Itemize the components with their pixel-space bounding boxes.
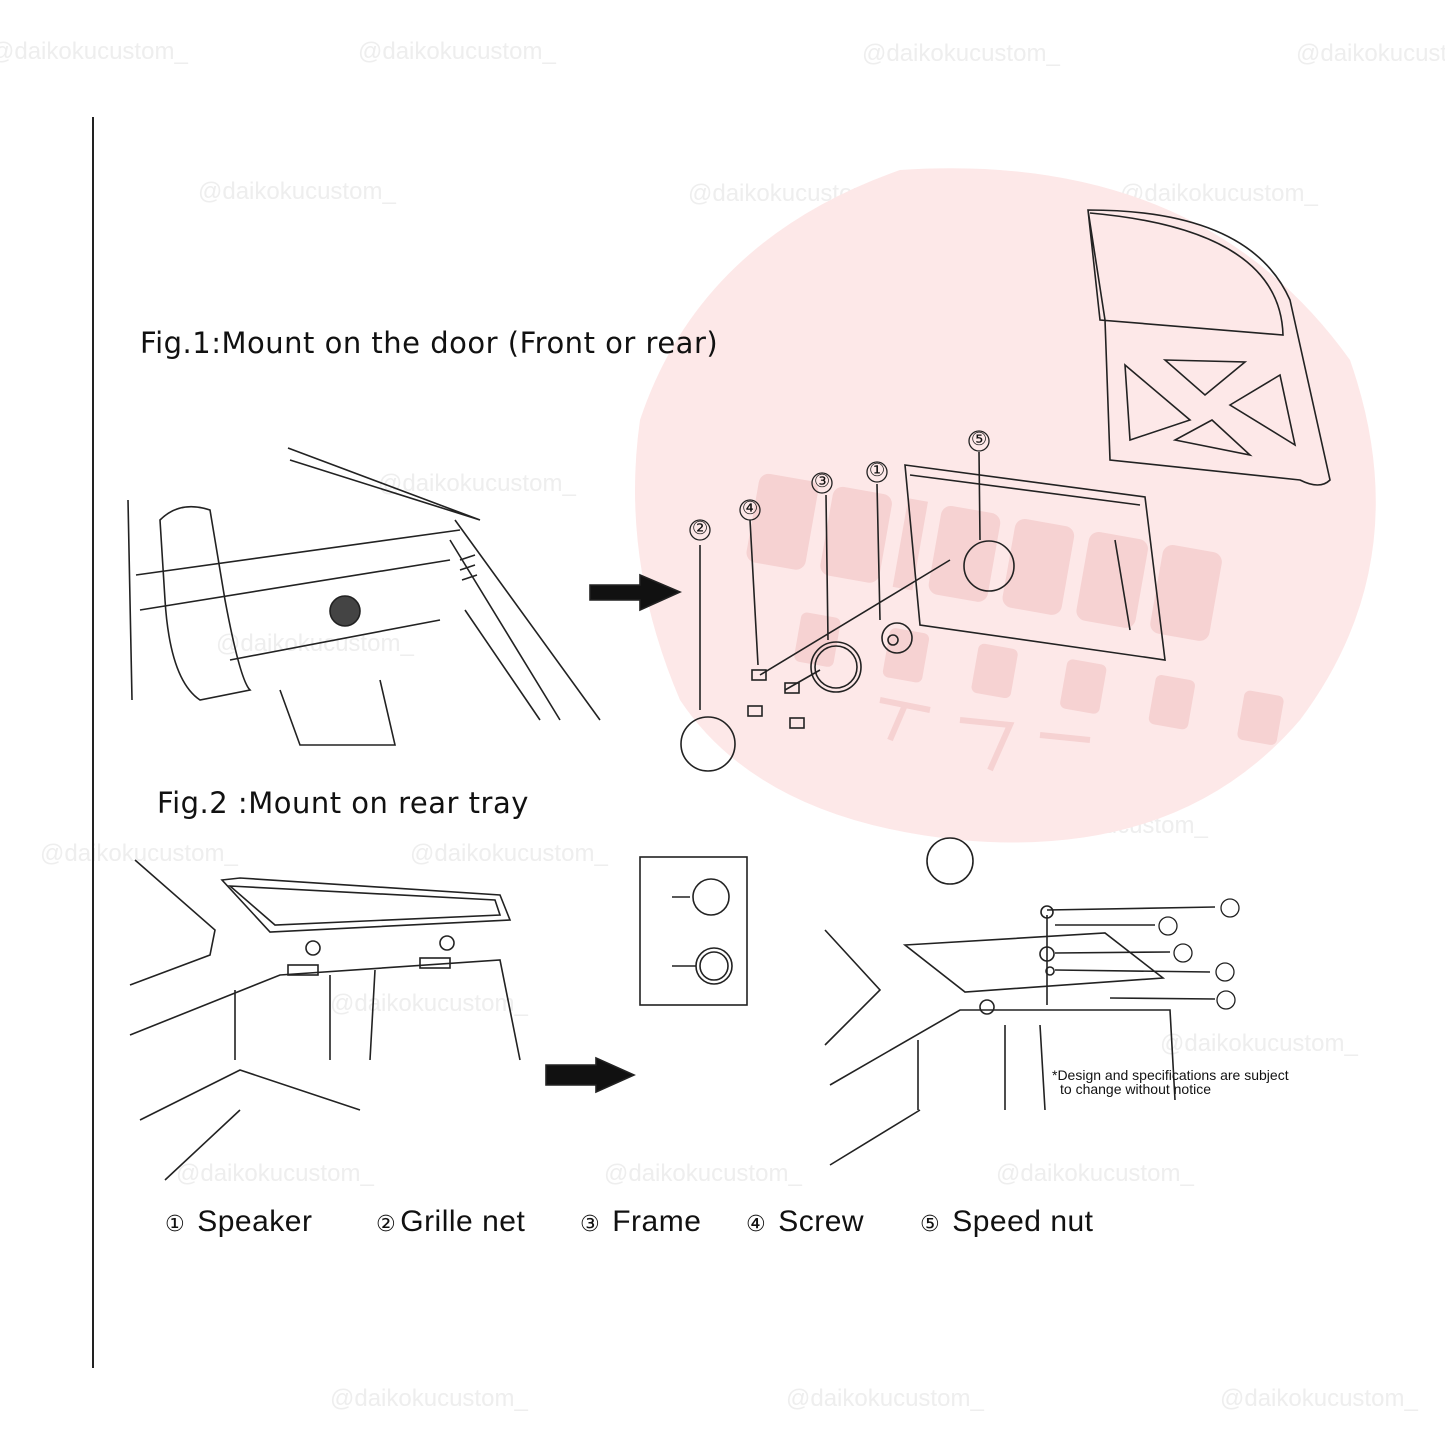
legend-label: Speaker xyxy=(197,1205,313,1238)
disclaimer-note: *Design and specifications are subject t… xyxy=(1052,1068,1289,1096)
watermark: @daikokucustom_ xyxy=(1120,180,1318,207)
watermark: @daikokucustom_ xyxy=(378,470,576,497)
parts-box xyxy=(639,856,748,1006)
watermark: @daikokucustom_ xyxy=(786,1385,984,1412)
legend-number: ④ xyxy=(746,1212,767,1237)
watermark: @daikokucustom_ xyxy=(1220,1385,1418,1412)
watermark: @daikokucustom_ xyxy=(176,1160,374,1187)
legend-number: ① xyxy=(165,1212,186,1237)
note-line: *Design and specifications are subject xyxy=(1052,1067,1289,1083)
watermark: @daikokucustom_ xyxy=(1296,40,1445,67)
callout-3: ③ xyxy=(814,471,831,492)
watermark: @daikokucustom_ xyxy=(862,40,1060,67)
callout-4: ④ xyxy=(742,498,759,519)
door-interior-drawing xyxy=(127,447,601,746)
legend-speed-nut: ⑤ Speed nut xyxy=(920,1205,1094,1239)
rear-tray-drawing xyxy=(129,859,521,1181)
legend-number: ② xyxy=(376,1212,397,1237)
watermark: @daikokucustom_ xyxy=(1160,1030,1358,1057)
watermark: @daikokucustom_ xyxy=(330,990,528,1017)
legend-frame: ③ Frame xyxy=(580,1205,701,1239)
legend-number: ③ xyxy=(580,1212,601,1237)
callout-1: ① xyxy=(869,460,886,481)
rear-tray-exploded-drawing xyxy=(824,837,1216,1166)
legend-speaker: ① Speaker xyxy=(165,1205,312,1239)
legend-label: Grille net xyxy=(400,1205,526,1238)
door-panel-drawing xyxy=(680,451,1166,772)
legend-label: Screw xyxy=(778,1205,865,1238)
watermark: @daikokucustom_ xyxy=(358,38,556,65)
fig2-title: Fig.2 :Mount on rear tray xyxy=(157,786,529,820)
fig1-title: Fig.1:Mount on the door (Front or rear) xyxy=(140,326,719,360)
callout-2: ② xyxy=(692,518,709,539)
watermark: @daikokucustom_ xyxy=(198,178,396,205)
legend-label: Frame xyxy=(612,1205,702,1238)
arrow-icon xyxy=(545,1056,636,1094)
note-line: to change without notice xyxy=(1060,1081,1211,1097)
arrow-icon xyxy=(589,573,682,612)
door-outline-drawing xyxy=(1087,209,1331,486)
legend-number: ⑤ xyxy=(920,1212,941,1237)
callout-5: ⑤ xyxy=(971,429,988,450)
legend-label: Speed nut xyxy=(952,1205,1094,1238)
watermark: @daikokucustom_ xyxy=(996,1160,1194,1187)
watermark: @daikokucustom_ xyxy=(0,38,188,65)
legend-screw: ④ Screw xyxy=(746,1205,864,1239)
watermark: @daikokucustom_ xyxy=(604,1160,802,1187)
watermark: @daikokucustom_ xyxy=(330,1385,528,1412)
watermark: @daikokucustom_ xyxy=(410,840,608,867)
